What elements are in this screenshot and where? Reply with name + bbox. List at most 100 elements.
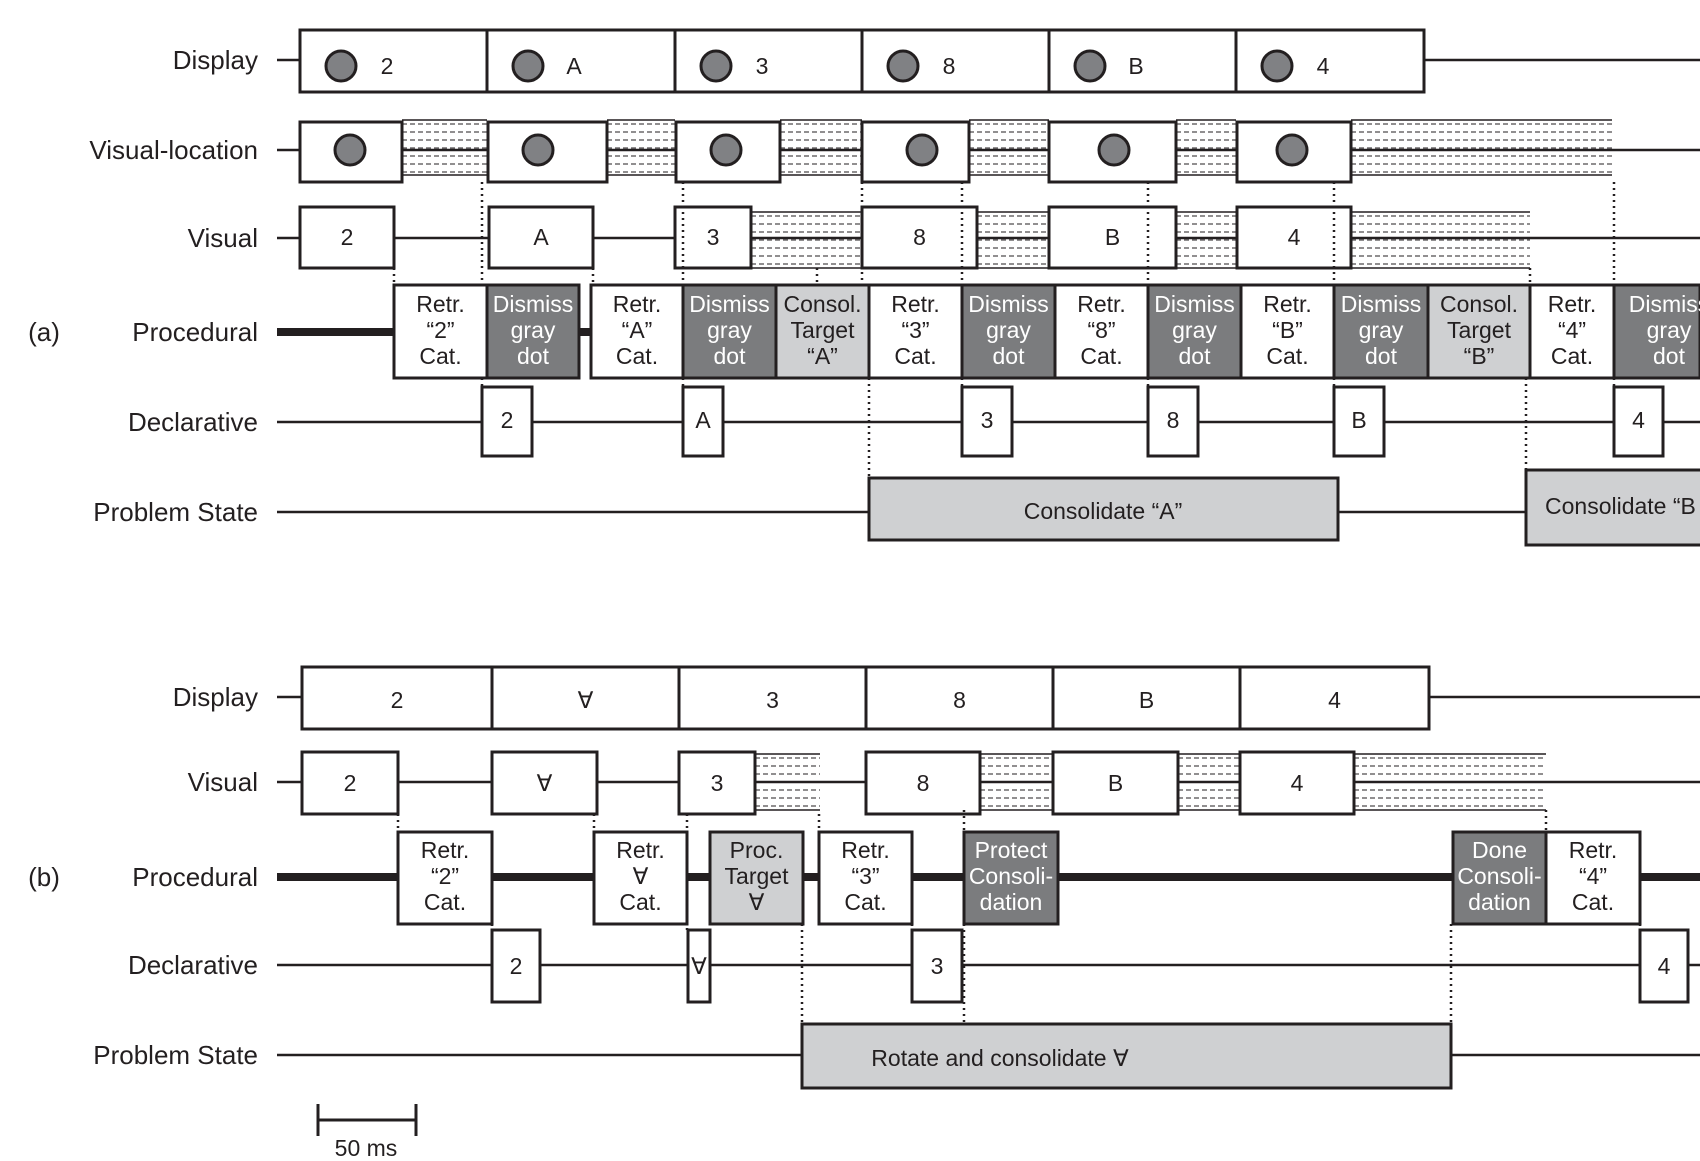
procedural-production: Retr.“3”Cat. <box>867 283 964 380</box>
procedural-line: gray <box>1647 317 1692 343</box>
display-box <box>677 665 868 731</box>
scale-bar-label: 50 ms <box>335 1135 398 1161</box>
procedural-line: Protect <box>975 837 1048 863</box>
row-label-display: Display <box>173 682 258 712</box>
row-label-declarative: Declarative <box>128 950 258 980</box>
row-label-visloc: Visual-location <box>89 135 258 165</box>
declarative-box <box>1332 385 1386 458</box>
display-box <box>1051 665 1242 731</box>
display-stimulus: 2 <box>300 665 494 731</box>
procedural-line: “B” <box>1464 343 1495 369</box>
procedural-production: Proc.Target∀ <box>708 830 805 926</box>
gray-dot-icon <box>886 49 920 83</box>
problem-state-box <box>867 476 1340 542</box>
procedural-line: ∀ <box>633 863 649 889</box>
problem-state-box <box>800 1022 1453 1090</box>
display-stimulus: 8 <box>860 28 1051 94</box>
procedural-line: dot <box>714 343 747 369</box>
visual-box <box>490 750 599 816</box>
procedural-production: Retr.“2”Cat. <box>396 830 494 926</box>
gray-dot-icon <box>1260 49 1294 83</box>
procedural-production: Retr.“2”Cat. <box>392 283 489 380</box>
display-stimulus: B <box>1051 665 1242 731</box>
visloc-item <box>1235 120 1353 184</box>
declarative-retrieval: 8 <box>1146 385 1200 458</box>
row-label-procedural: Procedural <box>132 317 258 347</box>
gray-dot-icon <box>511 49 545 83</box>
procedural-line: dot <box>1653 343 1686 369</box>
procedural-line: Retr. <box>416 291 465 317</box>
visual-item-text: 4 <box>1288 224 1301 250</box>
procedural-line: Cat. <box>616 343 658 369</box>
procedural-line: Retr. <box>891 291 940 317</box>
declarative-retrieval: ∀ <box>686 928 712 1004</box>
procedural-line: “A” <box>622 317 653 343</box>
procedural-line: Target <box>1447 317 1512 343</box>
panel-a: DisplayVisual-locationVisualProceduralDe… <box>28 28 1700 547</box>
procedural-line: Consol. <box>784 291 862 317</box>
procedural-line: Target <box>791 317 856 343</box>
problem-state-chunk: Rotate and consolidate ∀ <box>800 1022 1453 1090</box>
declarative-retrieval: 3 <box>910 928 964 1004</box>
procedural-line: Target <box>725 863 790 889</box>
display-stimulus: 4 <box>1234 28 1426 94</box>
procedural-line: dot <box>993 343 1026 369</box>
declarative-text: A <box>695 407 711 433</box>
display-box <box>1238 665 1431 731</box>
visual-box <box>1238 750 1356 816</box>
declarative-text: ∀ <box>691 953 707 979</box>
visual-item-text: 3 <box>711 770 724 796</box>
procedural-box <box>1146 283 1243 380</box>
visloc-item <box>486 120 609 184</box>
display-stimulus-text: ∀ <box>578 687 594 713</box>
procedural-box <box>592 830 689 926</box>
visloc-box <box>298 120 404 184</box>
procedural-line: Proc. <box>730 837 784 863</box>
visual-item: B <box>1051 750 1180 816</box>
procedural-line: Cat. <box>1266 343 1308 369</box>
procedural-line: Cat. <box>424 889 466 915</box>
procedural-line: “3” <box>901 317 929 343</box>
procedural-box <box>396 830 494 926</box>
procedural-line: Cat. <box>1551 343 1593 369</box>
declarative-retrieval: B <box>1332 385 1386 458</box>
declarative-text: 2 <box>501 407 514 433</box>
procedural-line: “3” <box>851 863 879 889</box>
procedural-production: Retr.“4”Cat. <box>1544 830 1642 926</box>
procedural-line: Cat. <box>619 889 661 915</box>
display-stimulus-text: 8 <box>953 687 966 713</box>
procedural-line: gray <box>1172 317 1217 343</box>
procedural-line: “4” <box>1558 317 1586 343</box>
visloc-pending-band <box>1176 119 1236 176</box>
procedural-line: ∀ <box>749 889 765 915</box>
procedural-box <box>962 830 1060 926</box>
display-stimulus-text: B <box>1128 53 1143 79</box>
procedural-line: Retr. <box>841 837 890 863</box>
visloc-pending-band <box>402 119 487 176</box>
procedural-box <box>817 830 914 926</box>
display-stimulus: 4 <box>1238 665 1431 731</box>
procedural-box <box>1612 283 1700 380</box>
procedural-box <box>1053 283 1150 380</box>
visual-item: 3 <box>673 205 753 270</box>
procedural-box <box>681 283 778 380</box>
visual-pending-band <box>1351 211 1530 269</box>
visual-item: 4 <box>1235 205 1353 270</box>
declarative-text: 4 <box>1632 407 1645 433</box>
visloc-pending-band <box>780 119 862 176</box>
display-stimulus: 8 <box>864 665 1055 731</box>
procedural-box <box>1544 830 1642 926</box>
gray-dot-icon <box>1097 133 1131 167</box>
visual-box <box>300 750 400 816</box>
procedural-line: “A” <box>807 343 838 369</box>
procedural-line: gray <box>511 317 556 343</box>
visual-box <box>1051 750 1180 816</box>
row-label-procedural: Procedural <box>132 862 258 892</box>
visual-item-text: ∀ <box>537 770 553 796</box>
display-stimulus-text: A <box>566 53 582 79</box>
